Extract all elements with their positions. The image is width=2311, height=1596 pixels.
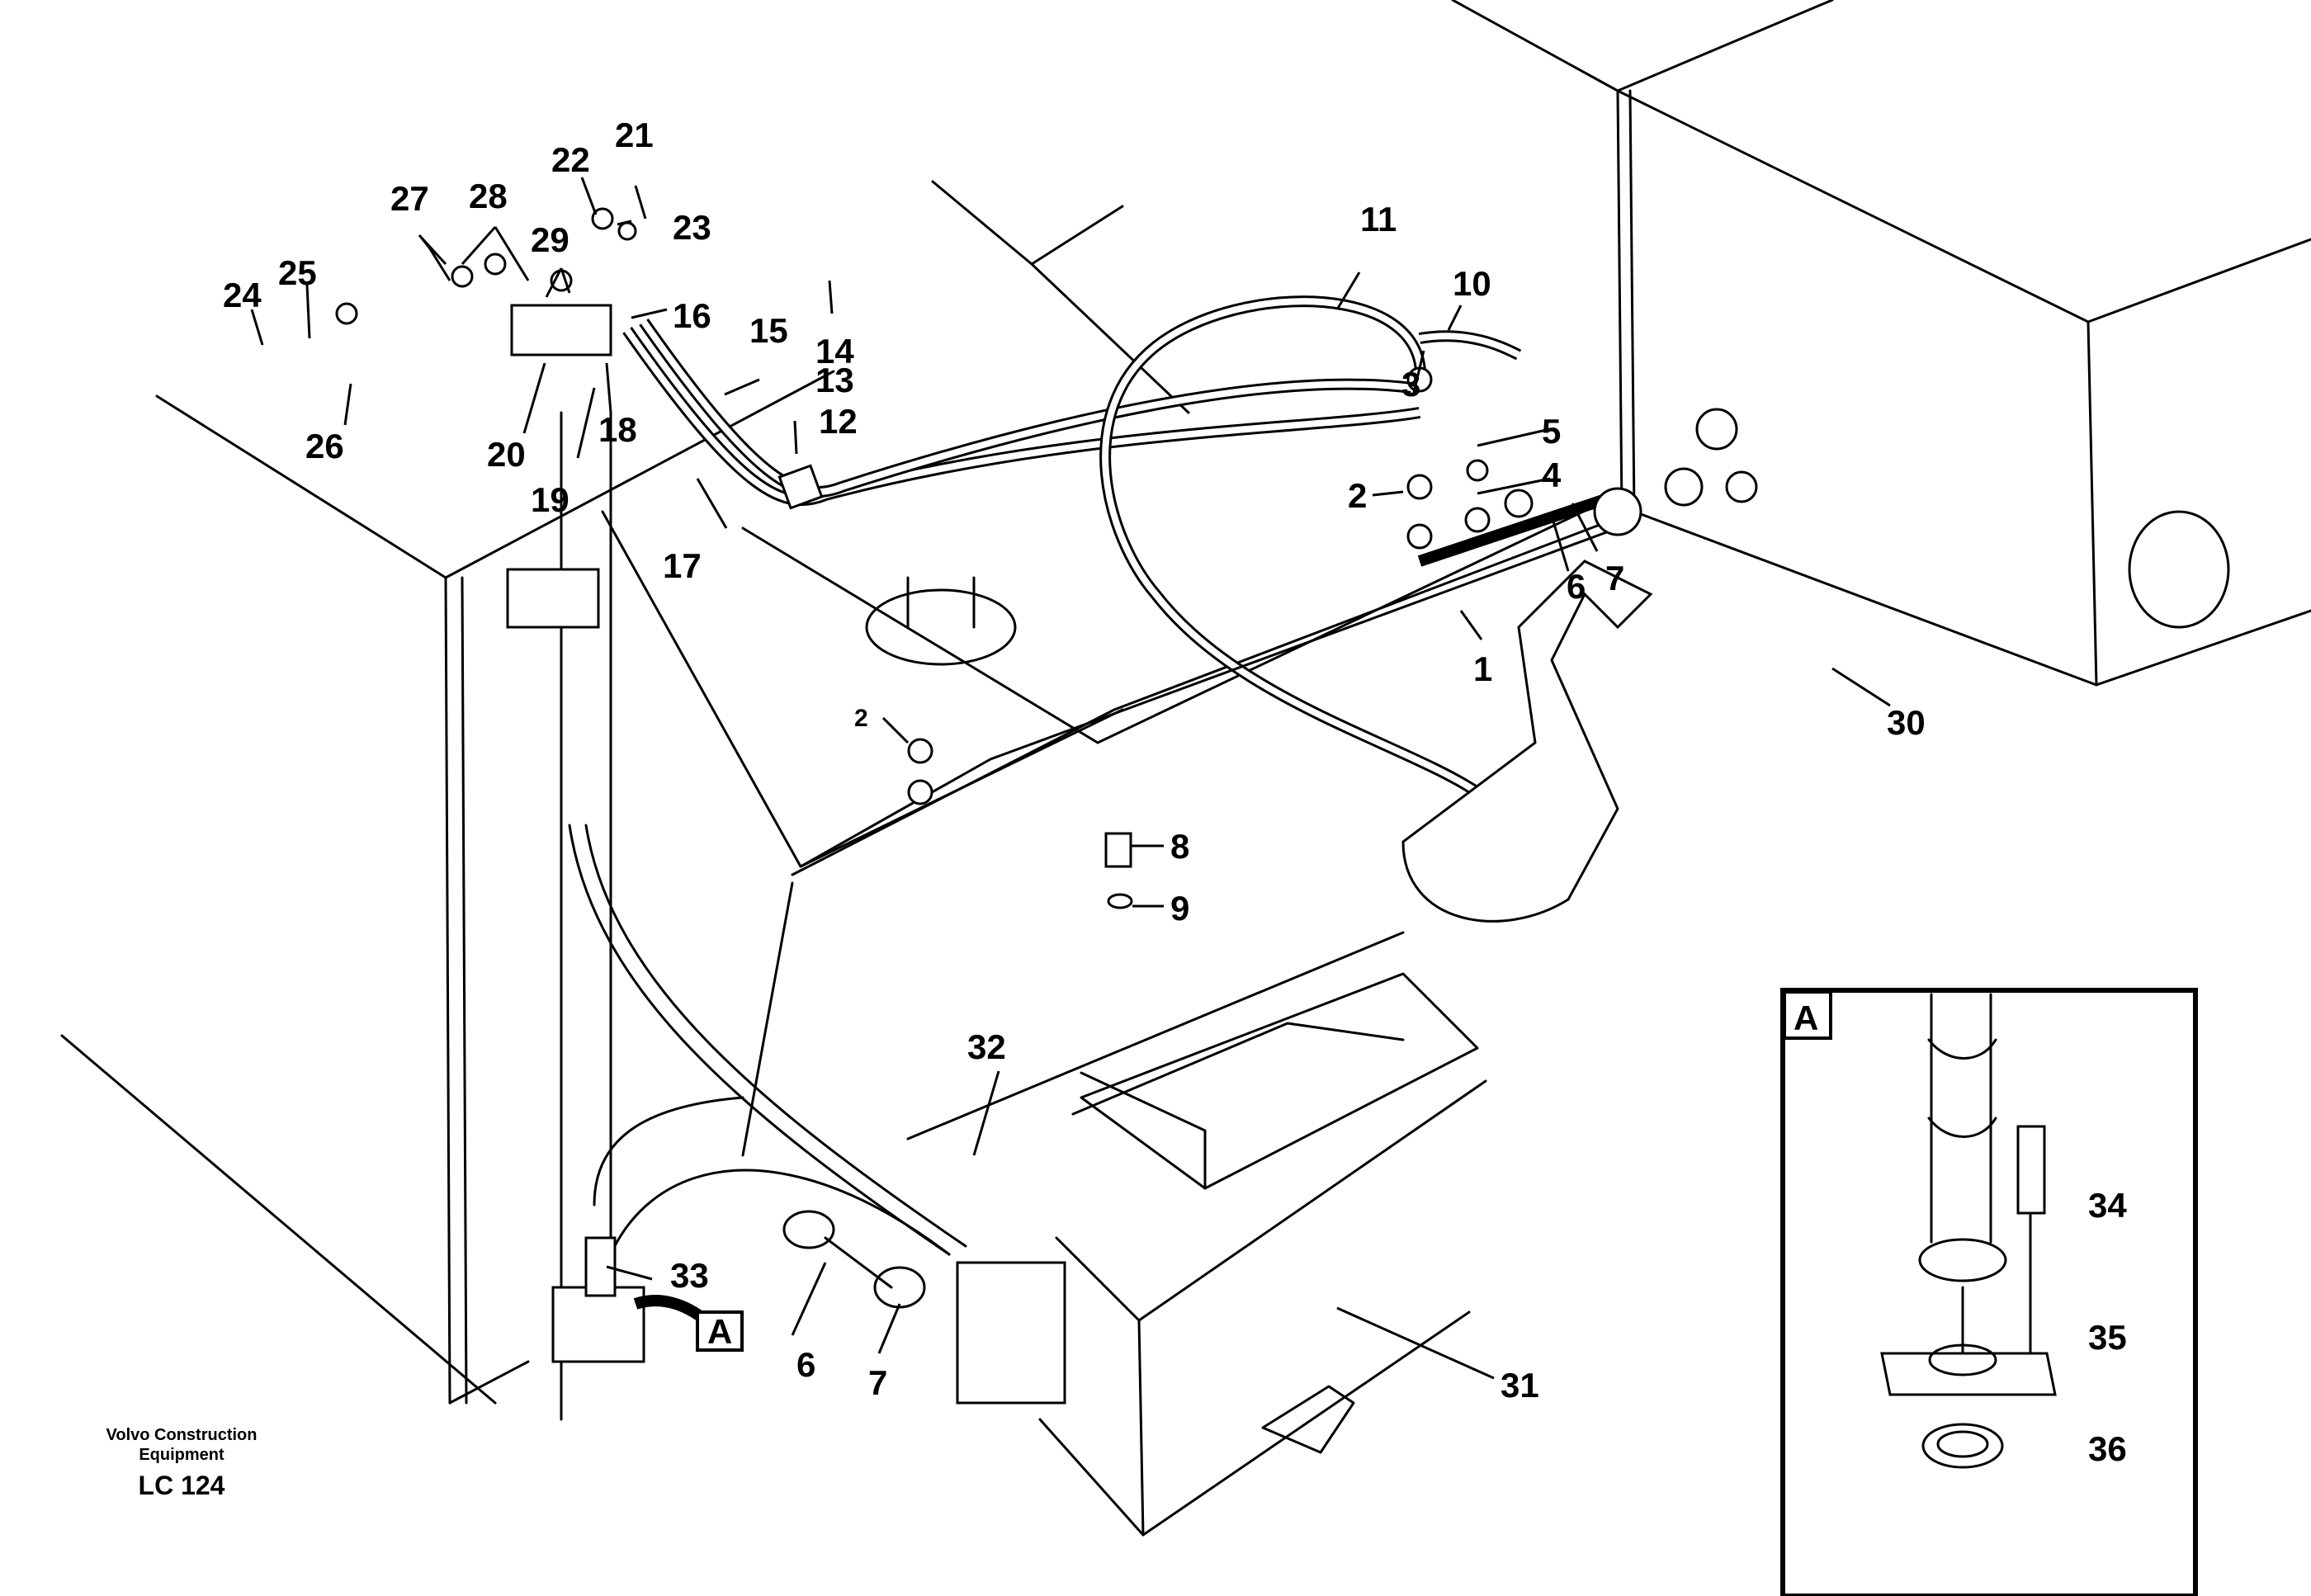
detail-marker-box xyxy=(1783,990,1832,1040)
fittings xyxy=(335,207,1758,1405)
callout-32: 32 xyxy=(967,1027,1006,1066)
callout-2-lower: 2 xyxy=(854,705,868,732)
callout-7-lower: 7 xyxy=(868,1363,887,1402)
callout-20: 20 xyxy=(487,435,526,474)
callout-31: 31 xyxy=(1500,1366,1539,1405)
callout-3: 3 xyxy=(1401,365,1420,404)
callout-6-lower: 6 xyxy=(796,1345,815,1384)
junction-box-lower xyxy=(551,1286,645,1363)
callout-30: 30 xyxy=(1887,703,1926,742)
callout-23: 23 xyxy=(673,208,711,247)
washer-9 xyxy=(1107,893,1133,909)
callout-10: 10 xyxy=(1453,264,1491,303)
callout-11: 11 xyxy=(1360,200,1397,238)
callout-36: 36 xyxy=(2088,1429,2127,1468)
filter-box xyxy=(956,1261,1066,1405)
detail-view-a xyxy=(1780,988,2198,1596)
reference-a-label: A xyxy=(707,1312,732,1351)
reference-a-box xyxy=(696,1310,744,1352)
callout-25: 25 xyxy=(278,253,317,292)
callout-labels: 21 22 23 27 28 29 24 25 26 16 15 14 13 1… xyxy=(223,116,2127,1468)
callout-34: 34 xyxy=(2088,1186,2127,1225)
callout-12: 12 xyxy=(819,402,858,441)
callout-16: 16 xyxy=(673,296,711,335)
leader-lines xyxy=(250,177,2081,1447)
callout-19: 19 xyxy=(531,480,569,519)
bolt-8 xyxy=(1104,832,1132,868)
callout-5: 5 xyxy=(1542,412,1561,451)
detail-a-label: A xyxy=(1794,999,1818,1037)
callout-22: 22 xyxy=(551,140,590,179)
bolt-34 xyxy=(2016,1125,2046,1215)
callout-26: 26 xyxy=(305,427,344,465)
callout-27: 27 xyxy=(390,179,429,218)
callout-28: 28 xyxy=(469,177,508,215)
callout-18: 18 xyxy=(598,410,637,449)
callout-9: 9 xyxy=(1170,889,1189,928)
callout-2: 2 xyxy=(1348,476,1367,515)
hydraulic-pump xyxy=(1401,560,1653,923)
figure-code: LC 124 xyxy=(138,1471,225,1500)
callout-24: 24 xyxy=(223,276,262,314)
brand-line-1: Volvo Construction xyxy=(106,1426,258,1444)
hose-clamp-12 xyxy=(777,464,824,510)
callout-1: 1 xyxy=(1473,649,1492,688)
callout-8: 8 xyxy=(1170,827,1189,866)
brand-line-2: Equipment xyxy=(139,1446,224,1464)
callout-6: 6 xyxy=(1567,567,1586,606)
callout-21: 21 xyxy=(615,116,654,154)
callout-14: 14 xyxy=(815,332,854,371)
callout-7: 7 xyxy=(1605,559,1624,597)
hoses xyxy=(568,295,1620,1339)
callout-4: 4 xyxy=(1542,456,1562,494)
callout-17: 17 xyxy=(663,546,702,585)
callout-33: 33 xyxy=(670,1256,709,1295)
callout-29: 29 xyxy=(531,220,569,259)
callout-35: 35 xyxy=(2088,1318,2127,1357)
valve-block xyxy=(510,304,612,357)
callout-15: 15 xyxy=(749,311,788,350)
junction-box-upper xyxy=(506,568,600,629)
callout-13: 13 xyxy=(815,361,854,399)
